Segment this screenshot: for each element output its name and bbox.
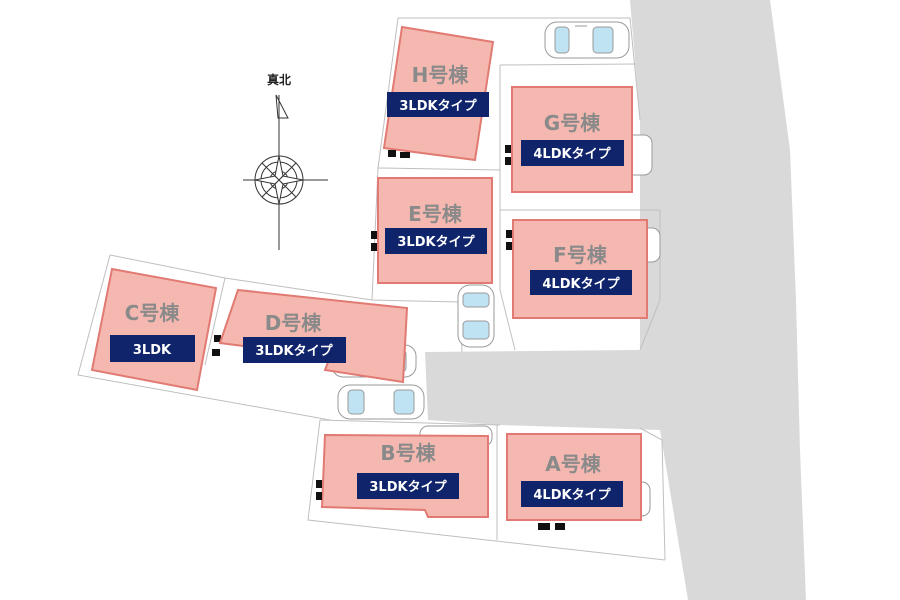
house-e-plan-badge [385,228,487,254]
house-a-name: A号棟 [545,452,601,476]
house-b-meter [316,480,322,488]
house-g-meter-2 [505,157,511,165]
house-c-meter-2 [212,349,220,356]
house-d-plan: 3LDKタイプ [255,344,333,359]
house-b-name: B号棟 [380,441,436,465]
house-d-body [218,288,409,384]
house-g-plan-badge [521,140,624,166]
compass: 真北 [243,72,328,250]
house-a-body [506,433,642,521]
house-e-name: E号棟 [408,202,463,226]
house-g-body [511,86,633,193]
lot-lines [77,17,666,561]
house-a[interactable]: A号棟 4LDKタイプ [506,433,642,530]
house-b-plan-badge [357,473,459,499]
house-b-plan: 3LDKタイプ [369,480,447,495]
house-c-meter [214,335,221,342]
house-e[interactable]: E号棟 3LDKタイプ [371,177,493,284]
house-f-plan-badge [530,270,632,295]
house-f-plan: 4LDKタイプ [542,277,620,292]
house-c-plan: 3LDK [133,343,172,358]
house-d-name: D号棟 [265,311,323,335]
house-c-body [90,267,218,392]
house-c-plan-badge [110,335,195,362]
house-a-plan: 4LDKタイプ [533,488,611,503]
house-g[interactable]: G号棟 4LDKタイプ [505,86,633,193]
house-b[interactable]: B号棟 3LDKタイプ [316,433,489,518]
house-g-plan: 4LDKタイプ [533,147,611,162]
house-f-meter [506,230,512,238]
car-2 [457,284,495,348]
house-g-name: G号棟 [544,111,601,135]
house-c-name: C号棟 [125,301,181,325]
car-4 [337,384,425,420]
house-a-meter [538,523,550,530]
house-h-name: H号棟 [412,63,470,87]
house-e-meter [371,231,377,239]
house-f-meter-2 [506,242,512,250]
house-h-plan-badge [387,92,489,117]
house-a-plan-badge [521,481,623,507]
house-f[interactable]: F号棟 4LDKタイプ [506,219,648,319]
house-g-meter [505,145,511,153]
car-1 [544,21,630,59]
house-a-meter-2 [555,523,565,530]
house-h-plan: 3LDKタイプ [399,99,477,114]
house-d-plan-badge [243,337,346,363]
house-e-meter-2 [371,243,377,251]
house-f-name: F号棟 [553,243,608,267]
house-h-meter [388,150,396,157]
road [425,0,806,600]
house-b-meter-2 [316,492,322,500]
house-c[interactable]: C号棟 3LDK [90,267,221,392]
compass-label: 真北 [267,72,291,87]
house-h[interactable]: H号棟 3LDKタイプ [382,25,495,162]
house-e-plan: 3LDKタイプ [397,235,475,250]
north-arrow-icon [243,94,328,250]
house-d[interactable]: D号棟 3LDKタイプ [218,288,409,384]
house-h-meter-2 [400,152,410,158]
house-f-body [512,219,648,319]
